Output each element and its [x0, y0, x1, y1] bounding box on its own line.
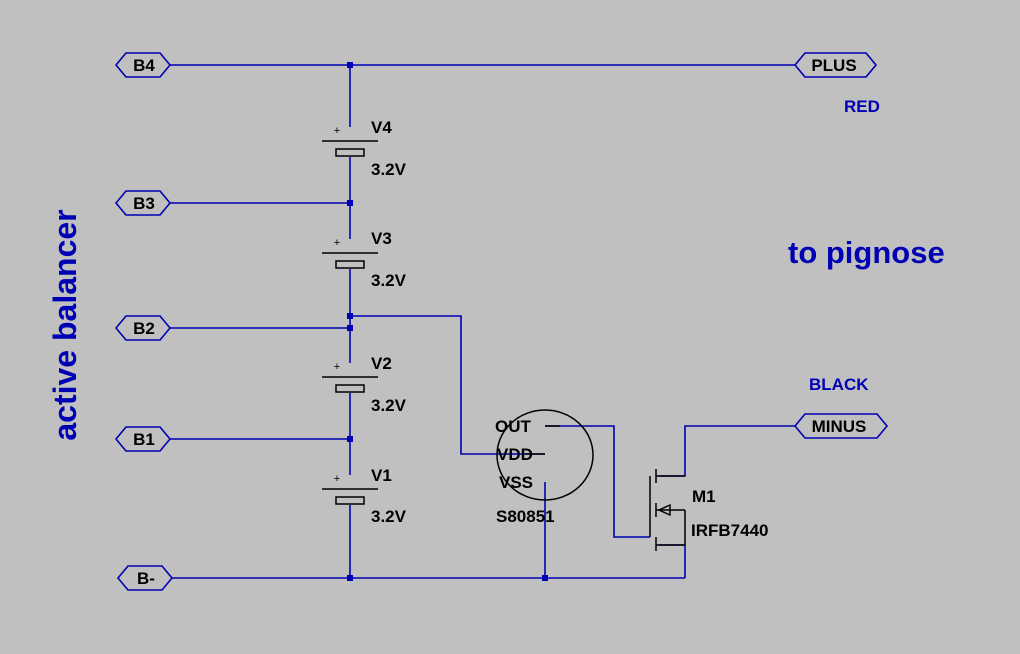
wire-out-gate: [545, 425, 650, 538]
plus-sign: +: [334, 361, 340, 373]
battery-v4-value: 3.2V: [371, 160, 407, 179]
port-b3[interactable]: B3: [114, 190, 172, 216]
battery-v3-value: 3.2V: [371, 271, 407, 290]
junction-dot: [347, 62, 353, 68]
battery-v1-value: 3.2V: [371, 507, 407, 526]
port-b-minus[interactable]: B-: [116, 565, 174, 591]
ic-pin-out: OUT: [495, 417, 532, 436]
battery-v4-name: V4: [371, 118, 392, 137]
battery-v1[interactable]: + V1 3.2V: [322, 466, 407, 526]
battery-v2-value: 3.2V: [371, 396, 407, 415]
note-red: RED: [844, 97, 880, 116]
ic-pin-vdd: VDD: [497, 445, 533, 464]
port-minus[interactable]: MINUS: [793, 413, 889, 439]
vertical-title: active balancer: [47, 209, 83, 440]
battery-v1-name: V1: [371, 466, 392, 485]
battery-v3-name: V3: [371, 229, 392, 248]
port-b1-label: B1: [133, 430, 155, 449]
port-plus[interactable]: PLUS: [793, 52, 878, 78]
junction-dot: [542, 575, 548, 581]
wire-source-ground: [659, 544, 686, 578]
wires: [170, 64, 795, 579]
junction-dot: [347, 325, 353, 331]
port-b4-label: B4: [133, 56, 155, 75]
port-b2[interactable]: B2: [114, 315, 172, 341]
battery-v2-name: V2: [371, 354, 392, 373]
junction-dot: [347, 436, 353, 442]
junctions: [347, 62, 548, 581]
port-b1[interactable]: B1: [114, 426, 172, 452]
battery-v3[interactable]: + V3 3.2V: [322, 229, 407, 290]
note-black: BLACK: [809, 375, 869, 394]
port-b3-label: B3: [133, 194, 155, 213]
plus-sign: +: [334, 237, 340, 249]
ic-pin-vss: VSS: [499, 473, 533, 492]
wire-drain-minus: [659, 425, 795, 477]
plus-sign: +: [334, 125, 340, 137]
port-minus-label: MINUS: [812, 417, 867, 436]
note-to-pignose: to pignose: [788, 235, 945, 270]
battery-v4[interactable]: + V4 3.2V: [322, 118, 407, 179]
ic-s80851[interactable]: OUT VDD VSS S80851: [495, 409, 594, 526]
junction-dot: [347, 313, 353, 319]
plus-sign: +: [334, 473, 340, 485]
junction-dot: [347, 575, 353, 581]
mosfet-name: M1: [692, 487, 716, 506]
mosfet-m1[interactable]: M1 IRFB7440: [649, 469, 768, 551]
junction-dot: [347, 200, 353, 206]
wire-vdd-feed: [350, 315, 545, 455]
ic-part-number: S80851: [496, 507, 555, 526]
mosfet-part-number: IRFB7440: [691, 521, 768, 540]
port-b4[interactable]: B4: [114, 52, 172, 78]
port-b2-label: B2: [133, 319, 155, 338]
port-b-minus-label: B-: [137, 569, 155, 588]
port-plus-label: PLUS: [811, 56, 856, 75]
battery-v2[interactable]: + V2 3.2V: [322, 354, 407, 415]
